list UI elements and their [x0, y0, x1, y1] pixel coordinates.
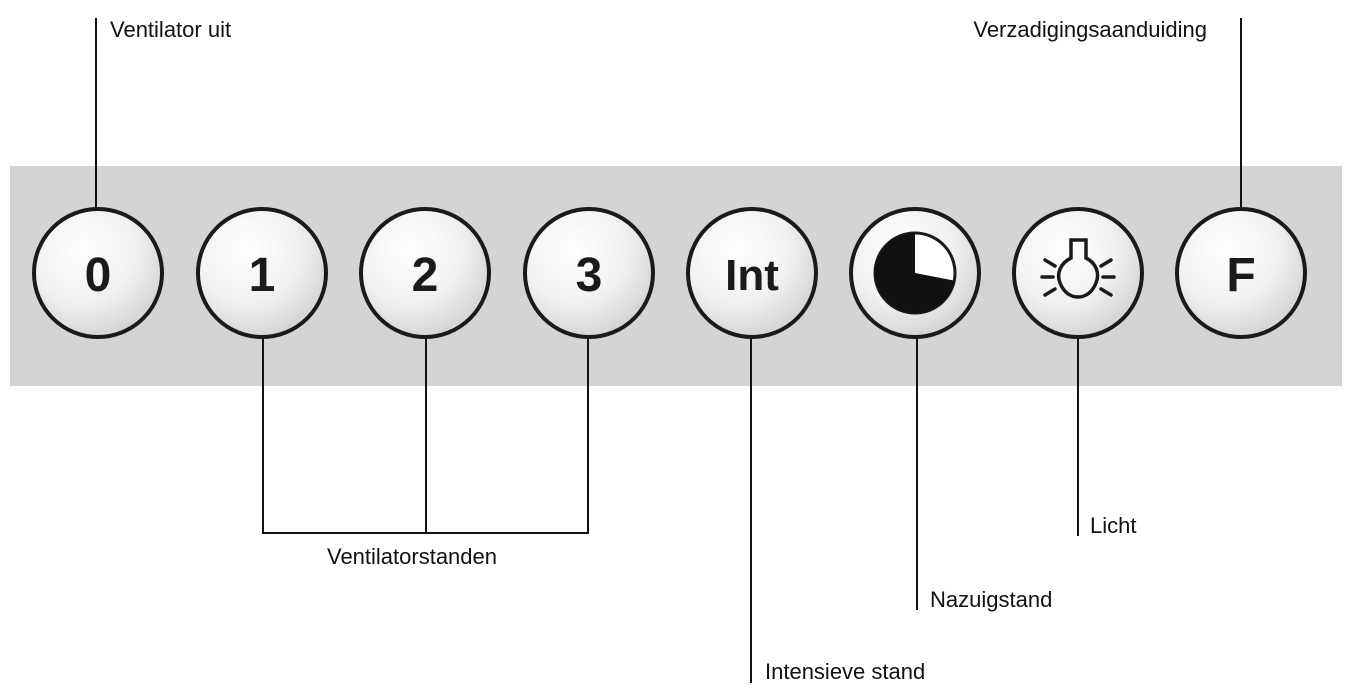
button-licht[interactable]: [1012, 207, 1144, 339]
pie-timer-icon: [873, 231, 957, 315]
button-0-label: 0: [85, 249, 112, 302]
label-nazuigstand: Nazuigstand: [930, 587, 1052, 612]
button-3[interactable]: 3: [523, 207, 655, 339]
button-int[interactable]: Int: [686, 207, 818, 339]
button-2-label: 2: [412, 249, 439, 302]
button-f[interactable]: F: [1175, 207, 1307, 339]
button-1[interactable]: 1: [196, 207, 328, 339]
button-3-label: 3: [576, 249, 603, 302]
label-verzadiging: Verzadigingsaanduiding: [973, 17, 1207, 42]
button-nazuigstand[interactable]: [849, 207, 981, 339]
leader-lines: [95, 18, 1242, 683]
label-licht: Licht: [1090, 513, 1136, 538]
button-0[interactable]: 0: [32, 207, 164, 339]
buttons: 0 1 2 3 Int: [32, 207, 1307, 339]
label-ventilatorstanden: Ventilatorstanden: [327, 544, 497, 569]
button-2[interactable]: 2: [359, 207, 491, 339]
button-1-label: 1: [249, 249, 276, 302]
button-int-label: Int: [725, 251, 779, 300]
callout-labels: Ventilator uit Verzadigingsaanduiding Ve…: [110, 17, 1207, 684]
label-ventilator-uit: Ventilator uit: [110, 17, 231, 42]
label-intensieve-stand: Intensieve stand: [765, 659, 925, 684]
button-f-label: F: [1226, 249, 1255, 302]
light-bulb-icon: [1040, 238, 1116, 299]
